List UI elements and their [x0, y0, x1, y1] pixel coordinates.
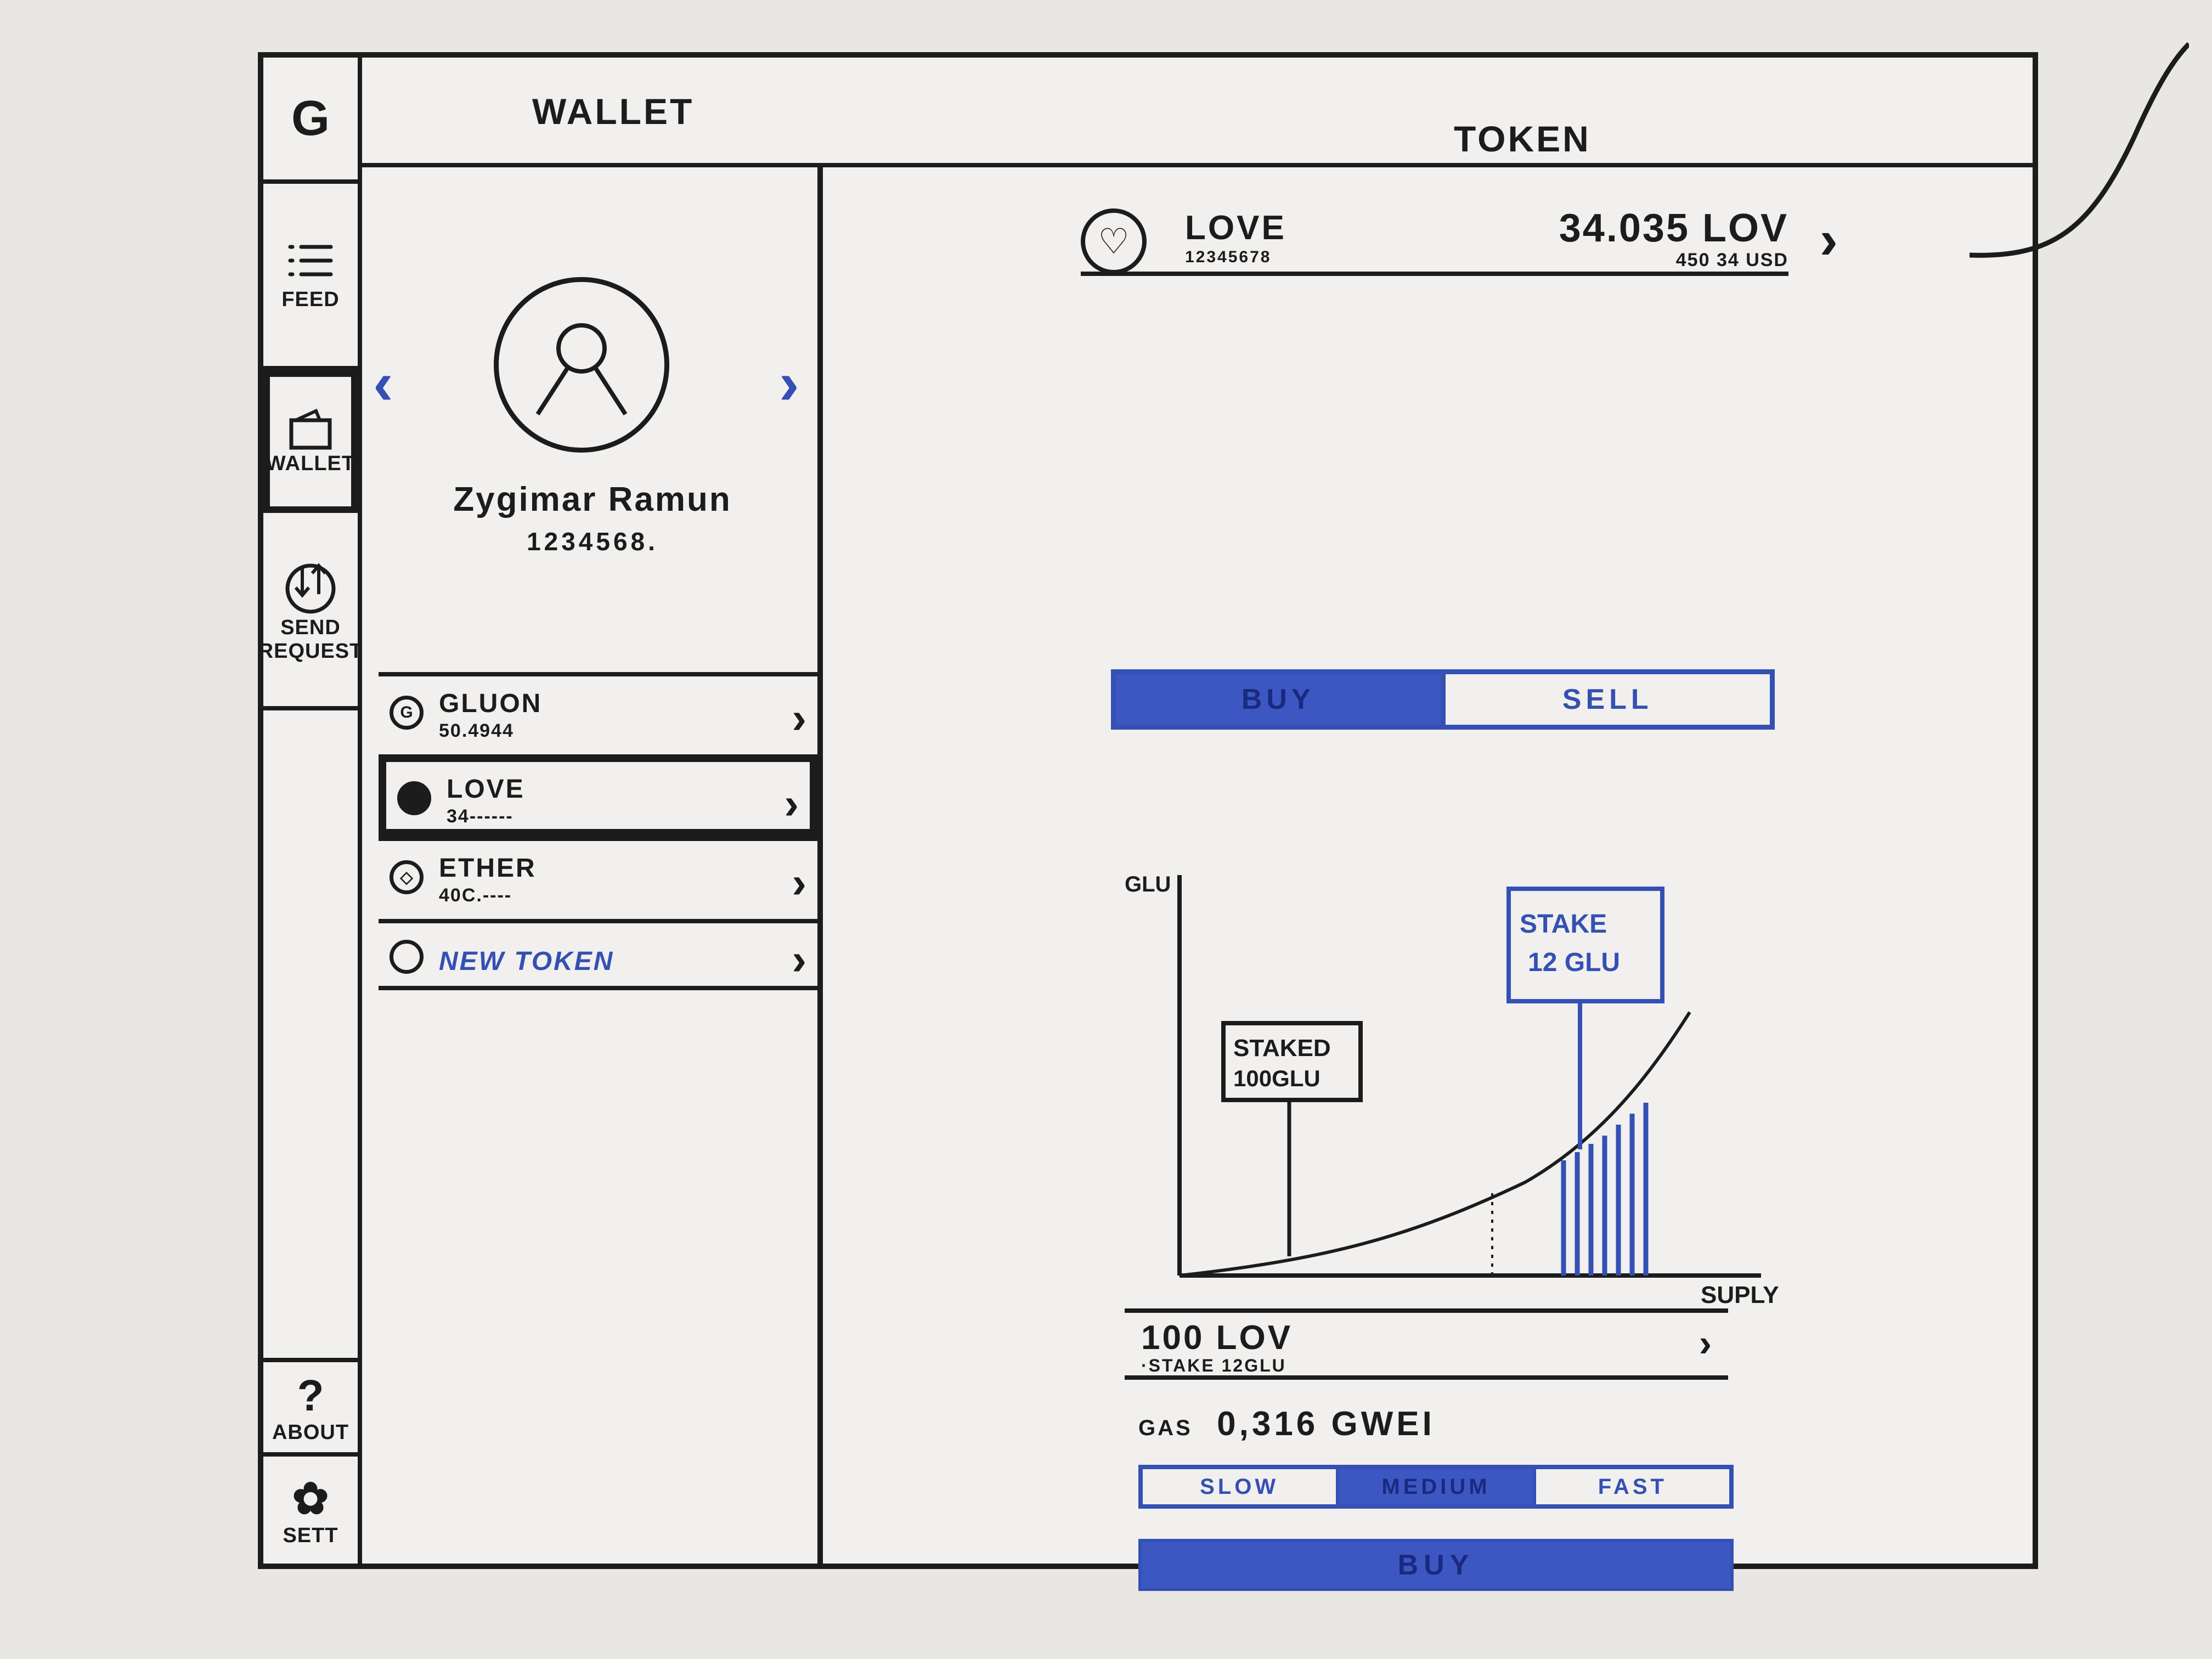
avatar[interactable] [494, 277, 669, 453]
icon-rail: G FEED WALLET [258, 58, 362, 1564]
nav-wallet-label: WALLET [266, 452, 356, 475]
chevron-right-icon: › [1819, 209, 1838, 270]
love-icon [397, 781, 431, 815]
token-row-gluon[interactable]: G GLUON 50.4944 › [379, 672, 817, 754]
heart-icon: ♡ [1081, 208, 1147, 274]
app-logo-text: G [291, 91, 330, 146]
next-account-button[interactable]: › [779, 349, 799, 417]
order-amount: 100 LOV [1141, 1319, 1293, 1357]
token-name: ETHER [439, 854, 537, 883]
buy-button[interactable]: BUY [1138, 1539, 1734, 1591]
speed-medium[interactable]: MEDIUM [1339, 1469, 1536, 1504]
staked-label: STAKED [1233, 1035, 1331, 1062]
token-list: G GLUON 50.4944 › LOVE 34------ › ◇ ETHE… [379, 672, 817, 990]
chevron-right-icon: › [1699, 1322, 1712, 1364]
x-axis-label: SUPLY [1701, 1282, 1779, 1308]
nav-request-label: REQUEST [258, 640, 363, 663]
new-token-label: NEW TOKEN [439, 947, 614, 976]
gas-price: GAS 0,316 GWEI [1138, 1404, 1435, 1443]
token-balance: 40C.---- [439, 885, 512, 906]
stake-value: 12 GLU [1528, 948, 1620, 977]
add-token-icon [390, 940, 424, 974]
feed-icon [288, 245, 333, 276]
token-detail-panel: ♡ LOVE 12345678 34.035 LOV 450 34 USD › … [823, 167, 2033, 1591]
gas-value: 0,316 GWEI [1217, 1405, 1435, 1443]
stake-label: STAKE [1520, 910, 1607, 939]
buy-sell-toggle: BUY SELL [1111, 669, 1775, 730]
nav-feed-label: FEED [281, 287, 340, 311]
nav-settings-label: SETT [283, 1523, 338, 1547]
nav-wallet[interactable]: WALLET [263, 370, 358, 513]
chevron-right-icon: › [784, 779, 799, 828]
bonding-curve: GLU SUPLY STAKED 100GLU [1081, 853, 1805, 1308]
user-icon [535, 323, 628, 416]
token-detail-balance: 34.035 LOV [1559, 206, 1788, 250]
token-balance: 34------ [447, 806, 514, 827]
chevron-right-icon: › [792, 935, 806, 984]
gas-label: GAS [1138, 1416, 1193, 1440]
profile-address: 1234568. [527, 527, 658, 556]
help-icon: ? [297, 1370, 324, 1420]
token-title: TOKEN [1454, 119, 1591, 159]
nav-feed[interactable]: FEED [263, 184, 358, 370]
speed-slow[interactable]: SLOW [1143, 1469, 1340, 1504]
token-detail-name: LOVE [1185, 209, 1286, 247]
gluon-icon: G [390, 696, 424, 730]
nav-about-label: ABOUT [272, 1420, 349, 1444]
chevron-right-icon: › [792, 858, 806, 907]
send-request-icon [285, 563, 336, 614]
token-row-ether[interactable]: ◇ ETHER 40C.---- › [379, 837, 817, 919]
bonding-curve-svg: GLU SUPLY STAKED 100GLU [1125, 872, 1779, 1308]
tab-buy[interactable]: BUY [1116, 674, 1446, 725]
token-row-love[interactable]: LOVE 34------ › [379, 754, 817, 837]
y-axis-label: GLU [1125, 872, 1171, 896]
annotation-line [1970, 42, 2189, 258]
ether-icon: ◇ [390, 860, 424, 894]
gear-icon: ✿ [292, 1474, 329, 1523]
token-summary[interactable]: ♡ LOVE 12345678 34.035 LOV 450 34 USD › [1081, 203, 1838, 276]
app-logo[interactable]: G [263, 58, 358, 184]
order-stake: ·STAKE 12GLU [1141, 1356, 1286, 1375]
nav-send-request[interactable]: SEND REQUEST [258, 513, 362, 710]
new-token-row[interactable]: NEW TOKEN › [379, 919, 817, 990]
wallet-panel: ‹ › Zygimar Ramun 1234568. G GLUON 50.49… [362, 167, 823, 1564]
token-name: LOVE [447, 775, 525, 804]
wallet-title: WALLET [532, 91, 695, 132]
profile-name: Zygimar Ramun [453, 481, 732, 518]
staked-callout [1221, 1021, 1363, 1102]
app-window: G FEED WALLET [258, 52, 2038, 1591]
nav-send-label: SEND [280, 616, 341, 639]
token-detail-usd: 450 34 USD [1675, 250, 1788, 270]
nav-settings[interactable]: ✿ SETT [263, 1457, 358, 1564]
token-name: GLUON [439, 689, 543, 718]
curve-line [1179, 1011, 1691, 1277]
order-summary[interactable]: 100 LOV ·STAKE 12GLU › [1125, 1308, 1728, 1380]
top-header: WALLET TOKEN [362, 58, 2033, 167]
token-balance: 50.4944 [439, 720, 514, 741]
staked-value: 100GLU [1233, 1065, 1321, 1091]
wallet-icon [289, 408, 332, 449]
stake-callout [1506, 887, 1664, 1003]
tab-sell[interactable]: SELL [1562, 684, 1653, 715]
token-detail-address: 12345678 [1185, 248, 1272, 266]
gas-speed-selector: SLOW MEDIUM FAST [1138, 1465, 1734, 1509]
chevron-right-icon: › [792, 693, 806, 742]
nav-about[interactable]: ? ABOUT [263, 1358, 358, 1457]
stake-region [1561, 1103, 1649, 1276]
speed-fast[interactable]: FAST [1598, 1474, 1667, 1499]
prev-account-button[interactable]: ‹ [373, 349, 393, 417]
